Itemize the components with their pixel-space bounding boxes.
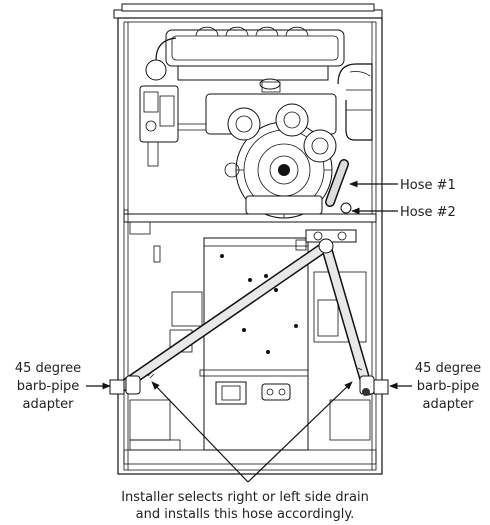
caption-pointers (151, 381, 353, 483)
right-barb-pipe-adapter (359, 375, 389, 396)
left-adapter-line-1: 45 degree (15, 361, 81, 376)
right-adapter-line-2: barb-pipe (417, 379, 480, 394)
compartment-divider (123, 213, 377, 223)
burner-manifold (145, 26, 345, 90)
inducer-blower (205, 81, 337, 219)
hose-1 (325, 159, 352, 214)
caption-line-1: Installer selects right or left side dra… (121, 490, 369, 505)
hose-1-callout: Hose #1 (349, 178, 456, 193)
left-adapter-callout: 45 degree barb-pipe adapter (15, 361, 111, 412)
hose-2-callout: Hose #2 (351, 205, 456, 220)
caption-line-2: and installs this hose accordingly. (136, 507, 355, 522)
right-adapter-line-3: adapter (423, 397, 475, 412)
hose-1-label: Hose #1 (400, 178, 456, 193)
left-adapter-line-2: barb-pipe (17, 379, 80, 394)
furnace-cabinet (113, 3, 383, 475)
drain-hose (114, 238, 374, 396)
left-barb-pipe-adapter (109, 375, 141, 395)
right-adapter-line-1: 45 degree (415, 361, 481, 376)
flue-pipe (337, 63, 373, 141)
right-adapter-callout: 45 degree barb-pipe adapter (389, 361, 481, 412)
left-adapter-line-3: adapter (23, 397, 75, 412)
hose-2-label: Hose #2 (400, 205, 456, 220)
